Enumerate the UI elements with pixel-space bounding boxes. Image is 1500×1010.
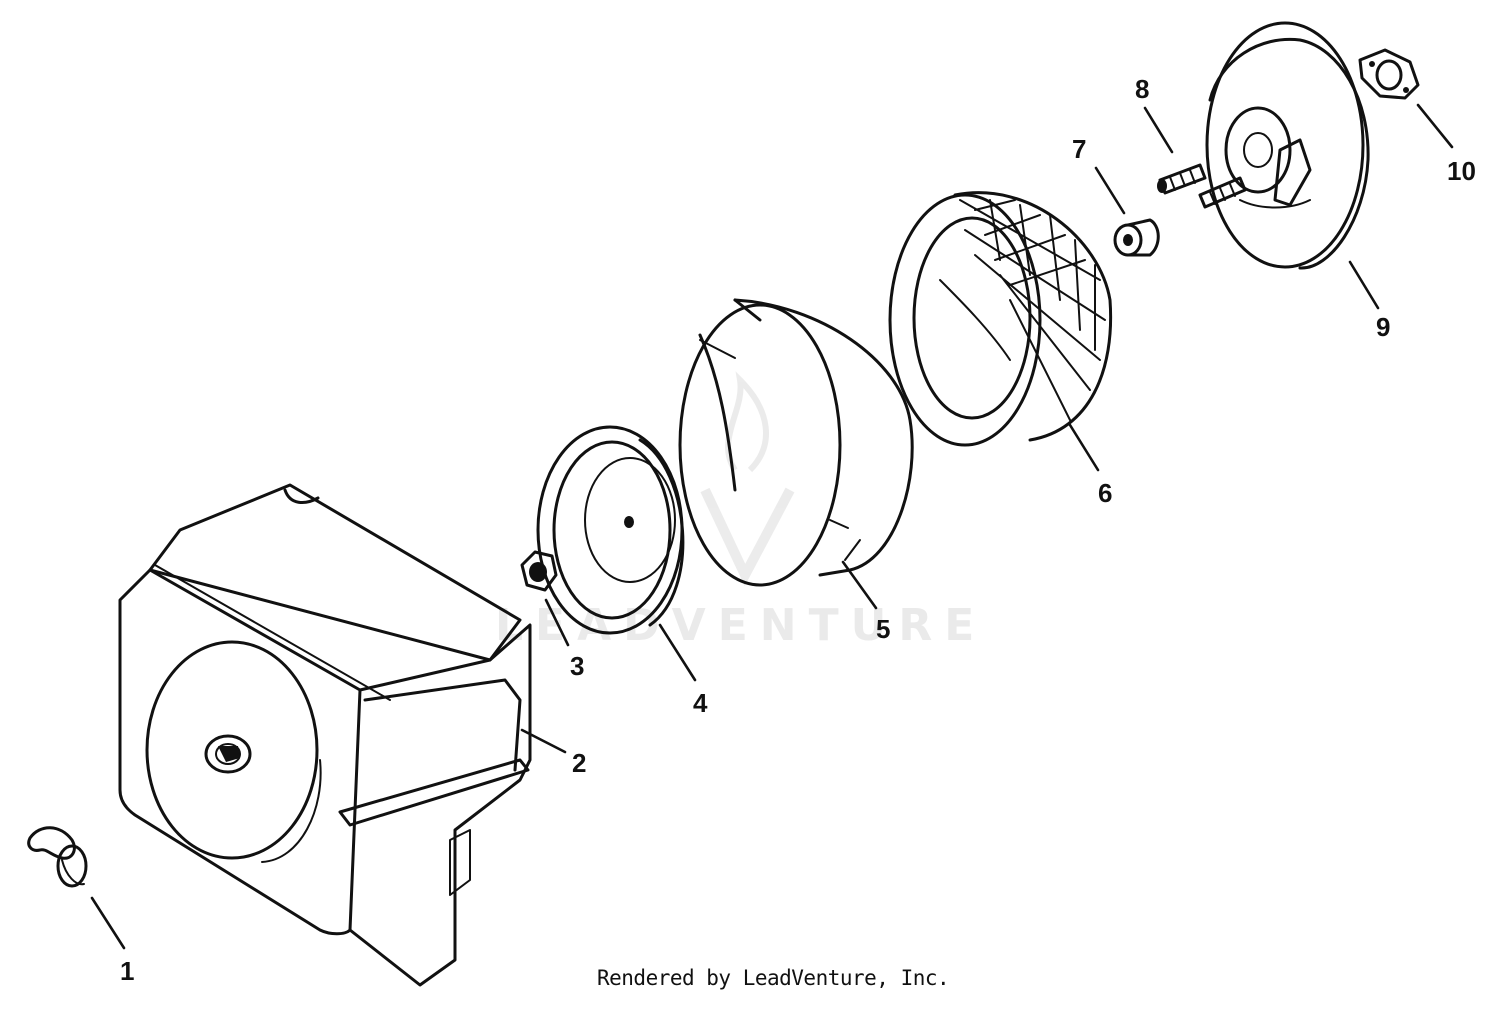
- callout-2: 2: [572, 748, 586, 778]
- callout-8: 8: [1135, 74, 1149, 104]
- filter-pleats: [959, 199, 1106, 421]
- callout-4: 4: [693, 688, 708, 718]
- callout-7: 7: [1072, 134, 1086, 164]
- part-4-cup-plate[interactable]: [536, 425, 685, 635]
- callout-5: 5: [876, 614, 890, 644]
- callout-3: 3: [570, 651, 584, 681]
- part-2-cover[interactable]: [118, 483, 532, 987]
- part-5-precleaner[interactable]: [678, 298, 914, 587]
- callout-labels: 1 2 3 4 5 6 7 8 9 10: [120, 74, 1476, 986]
- watermark-logo: [700, 371, 795, 587]
- leader-lines: [90, 103, 1454, 950]
- callout-6: 6: [1098, 478, 1112, 508]
- render-credit: Rendered by LeadVenture, Inc.: [597, 966, 950, 990]
- part-8-stud[interactable]: [1157, 163, 1207, 195]
- callout-1: 1: [120, 956, 134, 986]
- part-9-backplate[interactable]: [1198, 21, 1370, 270]
- part-6-filter-element[interactable]: [888, 191, 1113, 447]
- callout-10: 10: [1447, 156, 1476, 186]
- part-7-spacer[interactable]: [1113, 218, 1160, 257]
- watermark-text: LEADVENTURE: [495, 600, 986, 651]
- callout-9: 9: [1376, 312, 1390, 342]
- part-10-gasket[interactable]: [1358, 48, 1420, 100]
- part-1-wing-nut[interactable]: [27, 826, 88, 888]
